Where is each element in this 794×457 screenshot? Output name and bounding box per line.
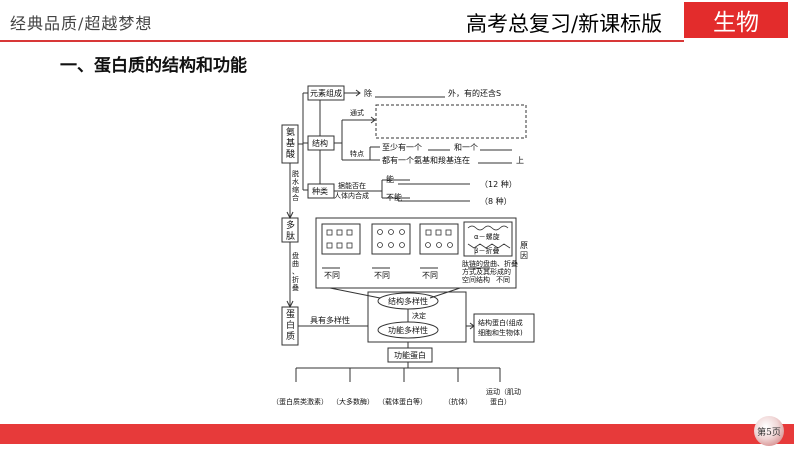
fold-diff: 不同 bbox=[496, 276, 510, 284]
diff-label-3: 不同 bbox=[422, 271, 438, 280]
structural-protein-box bbox=[473, 313, 535, 343]
vlabel-folding: 盘曲、折叠 bbox=[292, 251, 299, 292]
has-diversity-label: 具有多样性 bbox=[310, 315, 350, 325]
kinds-cannot: 不能 bbox=[386, 192, 402, 202]
elements-prefix: 除 bbox=[364, 88, 372, 98]
sheet-label: β－折叠 bbox=[474, 246, 499, 255]
helix-label: α－螺旋 bbox=[474, 232, 500, 241]
subject-badge: 生物 bbox=[684, 2, 788, 38]
function-item-1: （蛋白质类激素） bbox=[272, 397, 328, 406]
diff-label-1: 不同 bbox=[324, 271, 340, 280]
kinds-count-1: （12 种） bbox=[480, 179, 517, 189]
reason-label: 原因 bbox=[520, 241, 528, 260]
vlabel-dehydration: 脱水缩合 bbox=[292, 169, 299, 202]
sequence-box-2 bbox=[371, 223, 411, 255]
kinds-can: 能 bbox=[386, 174, 394, 184]
determines-label: 决定 bbox=[412, 311, 426, 320]
feature-line2-a: 都有一个氨基和羧基连在 bbox=[382, 155, 470, 165]
sequence-box-1 bbox=[321, 223, 361, 255]
elements-label: 元素组成 bbox=[310, 88, 342, 98]
left-chain-3: 蛋白质 bbox=[286, 309, 295, 342]
left-chain-2: 多肽 bbox=[286, 219, 295, 242]
page-number-badge: 第5页 bbox=[754, 416, 784, 446]
sequence-box-3 bbox=[419, 223, 459, 255]
kinds-count-2: （8 种） bbox=[480, 196, 512, 206]
function-diversity-label: 功能多样性 bbox=[388, 325, 428, 335]
feature-line1-a: 至少有一个 bbox=[382, 142, 422, 152]
formula-blank-box bbox=[375, 104, 527, 139]
elements-suffix: 外，有的还含S bbox=[448, 88, 501, 98]
function-item-3: （载体蛋白等） bbox=[378, 397, 427, 406]
kinds-criterion: 据能否在人体内合成 bbox=[334, 181, 369, 200]
helix-sheet-box bbox=[463, 221, 513, 257]
feature-line1-b: 和一个 bbox=[454, 143, 478, 152]
header-divider bbox=[0, 40, 684, 42]
feature-label: 特点 bbox=[350, 149, 364, 158]
kinds-label: 种类 bbox=[312, 186, 328, 196]
feature-line2-b: 上 bbox=[516, 156, 524, 165]
left-chain-1: 氨基酸 bbox=[286, 126, 295, 160]
header-title: 高考总复习/新课标版 bbox=[466, 12, 663, 36]
structural-protein-label: 结构蛋白(组成细胞和生物体) bbox=[478, 318, 523, 337]
diversity-box bbox=[367, 291, 467, 343]
reasons-box bbox=[315, 217, 517, 289]
footer-bar bbox=[0, 424, 794, 444]
diff-label-2: 不同 bbox=[374, 271, 390, 280]
formula-label: 通式 bbox=[350, 108, 364, 117]
structure-diversity-label: 结构多样性 bbox=[388, 296, 428, 306]
section-title: 一、蛋白质的结构和功能 bbox=[60, 56, 247, 76]
function-item-5: 运动（肌动蛋白） bbox=[486, 387, 521, 406]
function-diversity-ellipse bbox=[377, 321, 439, 339]
function-item-2: （大多数酶） bbox=[332, 397, 374, 406]
function-item-4: （抗体） bbox=[444, 397, 472, 406]
functional-protein-label: 功能蛋白 bbox=[394, 350, 426, 360]
functional-protein-box bbox=[387, 347, 433, 363]
header-left-text: 经典品质/超越梦想 bbox=[10, 14, 153, 33]
fold-label: 肽链的盘曲、折叠方式及其形成的空间结构 bbox=[462, 259, 518, 284]
structure-label: 结构 bbox=[312, 138, 328, 148]
